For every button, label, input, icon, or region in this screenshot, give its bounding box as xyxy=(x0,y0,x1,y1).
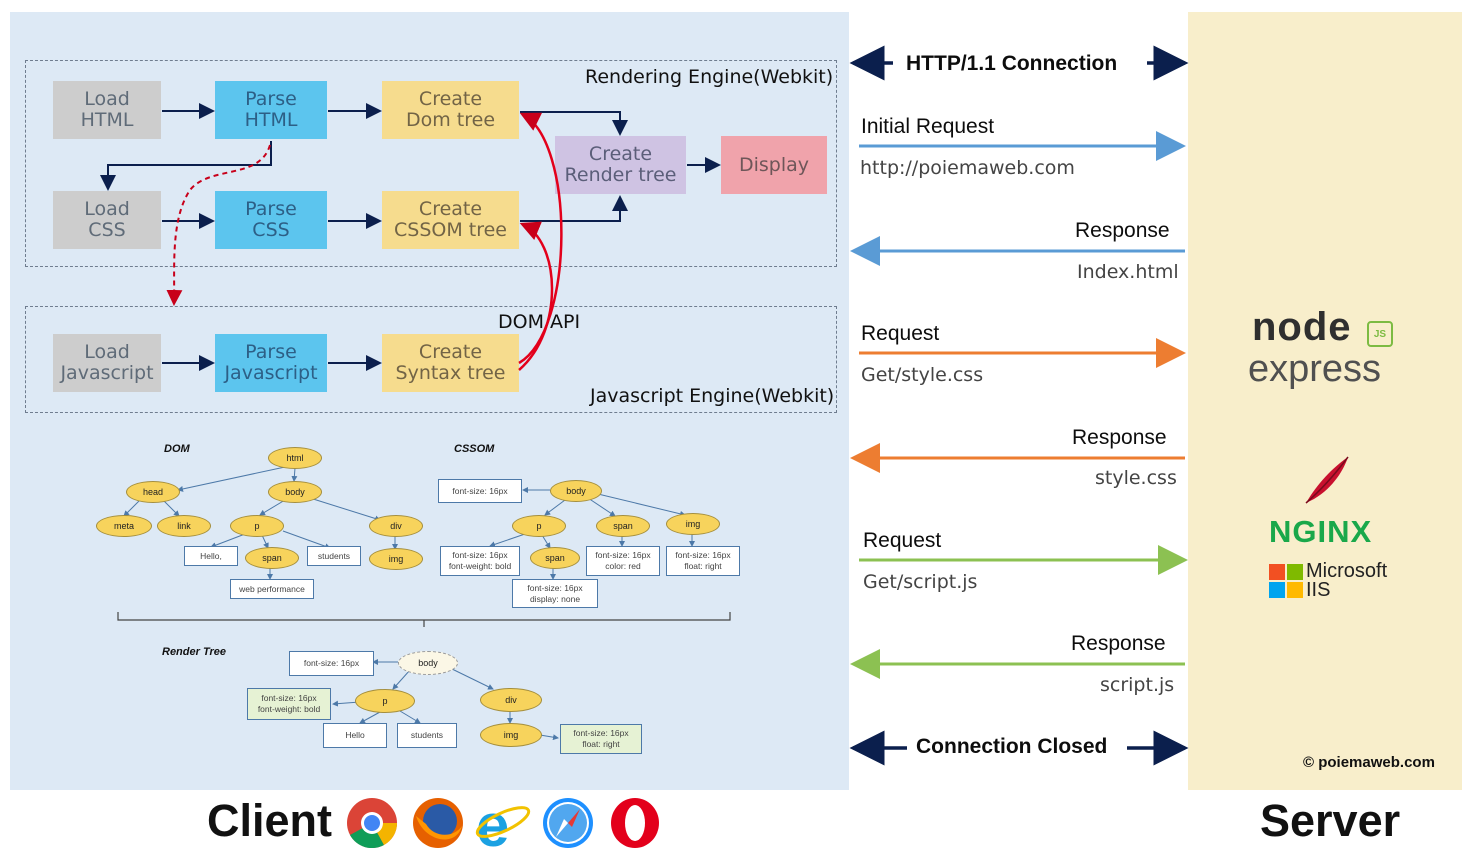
server-panel xyxy=(1188,12,1462,790)
copyright-text: © poiemaweb.com xyxy=(1303,754,1435,771)
js-badge-icon: JS xyxy=(1367,321,1393,347)
dom-node-span: span xyxy=(245,547,299,569)
chrome-icon xyxy=(347,798,398,848)
dom-text-hello: Hello, xyxy=(184,546,238,566)
response3-file: script.js xyxy=(1100,674,1175,696)
cssom-tree-title: CSSOM xyxy=(454,443,495,455)
safari-icon xyxy=(543,798,593,848)
js-engine-frame xyxy=(25,306,837,413)
initial-request-label: Initial Request xyxy=(861,115,995,138)
dom-node-html: html xyxy=(268,447,322,469)
flow-arrows xyxy=(100,103,721,371)
cssom-node-span: span xyxy=(596,515,650,537)
browser-icons: e xyxy=(347,796,659,848)
cssom-node-img: img xyxy=(666,513,720,535)
server-label: Server xyxy=(1260,795,1401,846)
response2-file: style.css xyxy=(1095,467,1177,489)
request3-file: Get/script.js xyxy=(863,571,978,593)
render-p-style: font-size: 16px font-weight: bold xyxy=(247,688,331,720)
render-tree-title: Render Tree xyxy=(162,646,226,658)
create-render-box: Create Render tree xyxy=(555,136,686,194)
apache-feather-icon xyxy=(1305,456,1349,504)
cssom-img-style: font-size: 16px float: right xyxy=(666,546,740,576)
dom-node-body: body xyxy=(268,481,322,503)
create-dom-box: Create Dom tree xyxy=(382,81,519,139)
parse-css-box: Parse CSS xyxy=(215,191,327,249)
request2-label: Request xyxy=(861,322,940,345)
tree-connectors xyxy=(117,466,731,741)
response3-label: Response xyxy=(1071,632,1166,655)
response1-file: Index.html xyxy=(1077,261,1179,283)
dom-text-web-performance: web performance xyxy=(230,579,314,599)
load-html-box: Load HTML xyxy=(53,81,161,139)
render-node-div: div xyxy=(480,688,542,712)
cssom-span-style: font-size: 16px color: red xyxy=(586,546,660,576)
render-node-img: img xyxy=(480,723,542,747)
js-engine-title: Javascript Engine(Webkit) xyxy=(590,385,835,407)
express-logo: express xyxy=(1248,348,1382,390)
load-js-box: Load Javascript xyxy=(53,334,161,392)
initial-request-url: http://poiemaweb.com xyxy=(860,157,1075,179)
node-logo: node xyxy=(1252,305,1352,350)
connection-closed-label: Connection Closed xyxy=(916,735,1108,758)
render-node-body: body xyxy=(398,651,458,675)
create-cssom-box: Create CSSOM tree xyxy=(382,191,519,249)
render-node-p: p xyxy=(355,689,415,713)
response1-label: Response xyxy=(1075,219,1170,242)
parse-js-box: Parse Javascript xyxy=(215,334,327,392)
nginx-logo: NGINX xyxy=(1269,514,1373,549)
dom-node-p: p xyxy=(230,515,284,537)
dom-text-students: students xyxy=(307,546,361,566)
opera-icon xyxy=(611,798,659,848)
dom-api-label: DOM API xyxy=(498,311,581,333)
iis-logo-line2: IIS xyxy=(1306,579,1331,601)
dom-node-div: div xyxy=(369,515,423,537)
dom-node-img: img xyxy=(369,548,423,570)
cssom-root-style: font-size: 16px xyxy=(438,479,522,503)
dom-node-head: head xyxy=(126,481,180,503)
render-text-students: students xyxy=(397,723,457,748)
dom-tree-title: DOM xyxy=(164,443,190,455)
microsoft-logo-icon xyxy=(1269,564,1303,598)
render-text-hello: Hello xyxy=(323,723,387,748)
client-label: Client xyxy=(207,795,333,846)
firefox-icon xyxy=(413,798,463,848)
cssom-node-span-2: span xyxy=(530,547,580,569)
render-img-style: font-size: 16px float: right xyxy=(560,724,642,754)
ie-icon: e xyxy=(475,796,531,848)
iis-logo-line1: Microsoft xyxy=(1306,560,1388,582)
parse-html-box: Parse HTML xyxy=(215,81,327,139)
rendering-engine-frame xyxy=(25,60,837,267)
dom-node-meta: meta xyxy=(96,515,152,537)
cssom-p-style: font-size: 16px font-weight: bold xyxy=(440,546,520,576)
render-body-style: font-size: 16px xyxy=(289,651,374,676)
iis-logo: Microsoft IIS xyxy=(1306,560,1388,601)
request3-label: Request xyxy=(863,529,942,552)
response2-label: Response xyxy=(1072,426,1167,449)
cssom-node-body: body xyxy=(550,480,602,502)
cssom-span2-style: font-size: 16px display: none xyxy=(512,579,598,608)
load-css-box: Load CSS xyxy=(53,191,161,249)
http-connection-label: HTTP/1.1 Connection xyxy=(906,52,1118,75)
protocol-arrows xyxy=(849,45,1189,766)
rendering-engine-title: Rendering Engine(Webkit) xyxy=(585,66,834,88)
svg-text:e: e xyxy=(476,796,509,848)
request2-file: Get/style.css xyxy=(861,364,984,386)
create-syntax-box: Create Syntax tree xyxy=(382,334,519,392)
display-box: Display xyxy=(721,136,827,194)
cssom-node-p: p xyxy=(512,515,566,537)
node-logo-text: node xyxy=(1252,305,1352,349)
dom-node-link: link xyxy=(157,515,211,537)
